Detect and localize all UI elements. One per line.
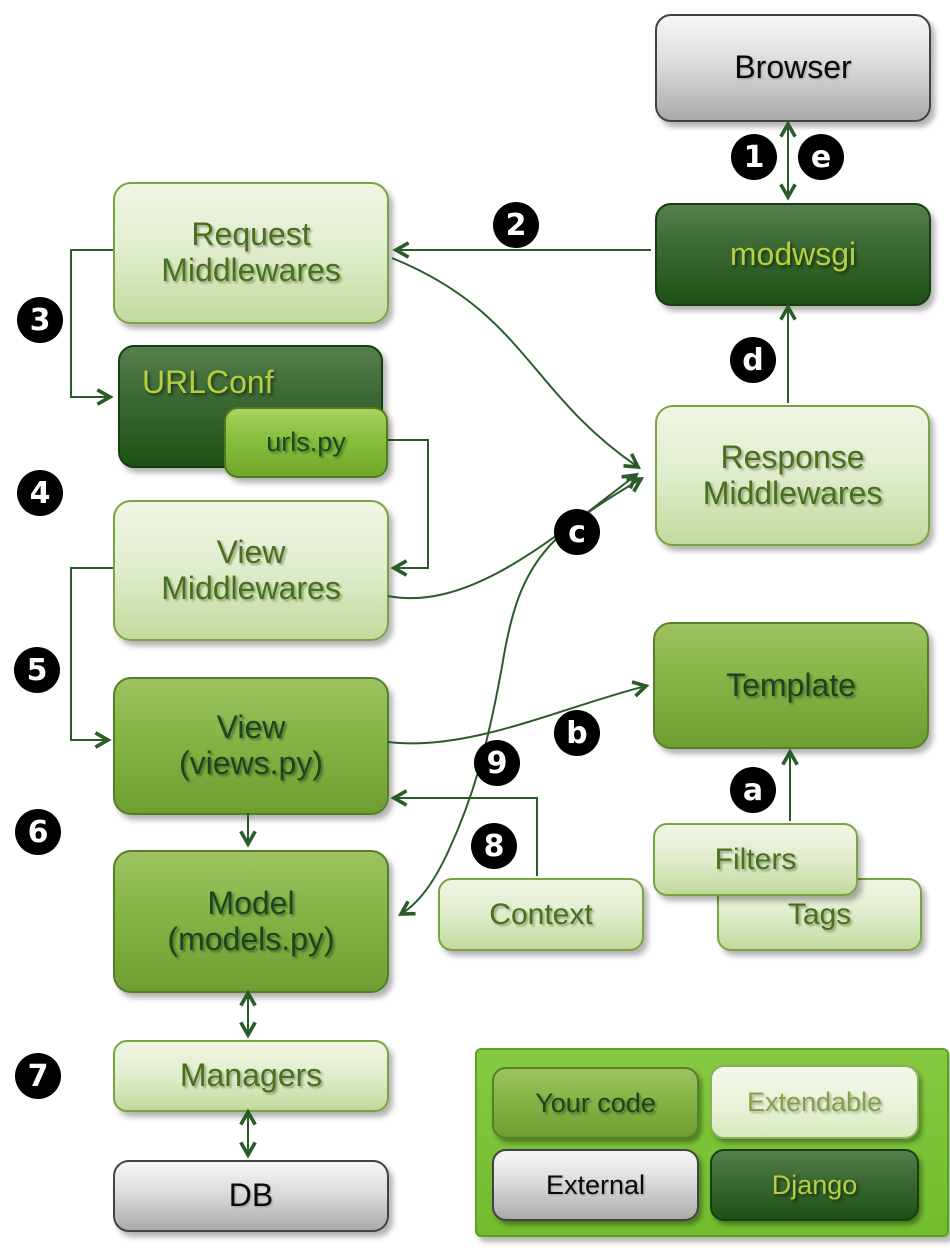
node-template-label: Template	[726, 666, 856, 703]
node-context: Context	[438, 878, 644, 951]
arrow-c-requestmw-to-responsemw	[391, 257, 638, 467]
legend-extendable: Extendable	[710, 1065, 919, 1139]
node-db-label: DB	[228, 1177, 274, 1214]
node-request-middlewares-line1: Request	[191, 216, 311, 253]
legend-external: External	[492, 1149, 699, 1221]
node-model: Model (models.py)	[113, 850, 389, 993]
node-context-label: Context	[489, 897, 593, 931]
node-response-middlewares: Response Middlewares	[655, 405, 930, 546]
step-badge-3-label: 3	[29, 302, 51, 338]
flow-badge-e-label: e	[810, 139, 832, 175]
step-badge-5-label: 5	[26, 652, 48, 688]
node-tags-label: Tags	[787, 897, 852, 931]
legend-django-label: Django	[771, 1169, 858, 1200]
step-badge-2: 2	[493, 202, 539, 248]
node-view-middlewares-line2: Middlewares	[161, 569, 341, 606]
node-model-line1: Model	[207, 884, 295, 921]
step-badge-6: 6	[15, 809, 61, 855]
step-badge-1: 1	[731, 134, 777, 180]
arrow-4-urlspy-to-viewmw	[386, 439, 429, 568]
node-response-middlewares-line1: Response	[720, 438, 865, 475]
arrow-3-requestmw-to-urlconf	[70, 249, 113, 397]
node-urlconf-label: URLConf	[142, 364, 274, 400]
step-badge-5: 5	[14, 647, 60, 693]
legend-your-code: Your code	[492, 1067, 699, 1139]
flow-badge-a-label: a	[742, 772, 764, 808]
node-urls-py: urls.py	[224, 407, 388, 478]
step-badge-3: 3	[17, 297, 63, 343]
node-template: Template	[653, 622, 929, 749]
node-browser: Browser	[655, 14, 931, 122]
node-request-middlewares: Request Middlewares	[113, 182, 389, 324]
step-badge-9-label: 9	[486, 745, 508, 781]
step-badge-9: 9	[474, 740, 520, 786]
node-view-middlewares-line1: View	[216, 533, 286, 570]
node-managers: Managers	[113, 1040, 389, 1112]
flow-badge-b: b	[554, 710, 600, 756]
node-view-line2: (views.py)	[178, 745, 323, 781]
node-request-middlewares-line2: Middlewares	[161, 252, 341, 288]
legend-your-code-label: Your code	[535, 1087, 656, 1118]
flow-badge-b-label: b	[566, 715, 588, 751]
flow-badge-d-label: d	[742, 342, 764, 378]
step-badge-1-label: 1	[743, 139, 765, 175]
legend: Your code Extendable External Django	[475, 1048, 949, 1237]
step-badge-7: 7	[15, 1053, 61, 1099]
arrow-9-curve-to-model	[401, 479, 641, 914]
node-modwsgi-label: modwsgi	[729, 235, 857, 272]
step-badge-4: 4	[17, 470, 63, 516]
node-modwsgi: modwsgi	[655, 203, 931, 306]
step-badge-8-label: 8	[483, 828, 505, 864]
node-filters: Filters	[653, 823, 858, 896]
legend-extendable-label: Extendable	[746, 1086, 883, 1117]
arrow-b-view-to-template	[387, 686, 646, 745]
node-model-line2: (models.py)	[167, 920, 335, 957]
arrow-5-viewmw-to-view	[70, 567, 113, 740]
node-filters-label: Filters	[714, 842, 797, 876]
flow-badge-d: d	[730, 337, 776, 383]
legend-django: Django	[710, 1149, 919, 1221]
step-badge-6-label: 6	[27, 814, 49, 850]
node-db: DB	[113, 1160, 389, 1232]
node-managers-label: Managers	[179, 1057, 323, 1094]
node-view: View (views.py)	[113, 677, 389, 815]
step-badge-8: 8	[471, 823, 517, 869]
flow-badge-e: e	[798, 134, 844, 180]
node-response-middlewares-line2: Middlewares	[702, 474, 883, 511]
flow-badge-c-label: c	[568, 514, 586, 550]
node-view-line1: View	[216, 709, 286, 746]
flow-badge-a: a	[730, 767, 776, 813]
legend-external-label: External	[545, 1169, 646, 1200]
step-badge-2-label: 2	[505, 207, 527, 243]
flow-badge-c: c	[554, 509, 600, 555]
node-view-middlewares: View Middlewares	[113, 500, 389, 641]
node-browser-label: Browser	[734, 49, 852, 86]
step-badge-7-label: 7	[27, 1058, 49, 1094]
node-urls-py-label: urls.py	[266, 427, 346, 458]
step-badge-4-label: 4	[29, 475, 51, 511]
